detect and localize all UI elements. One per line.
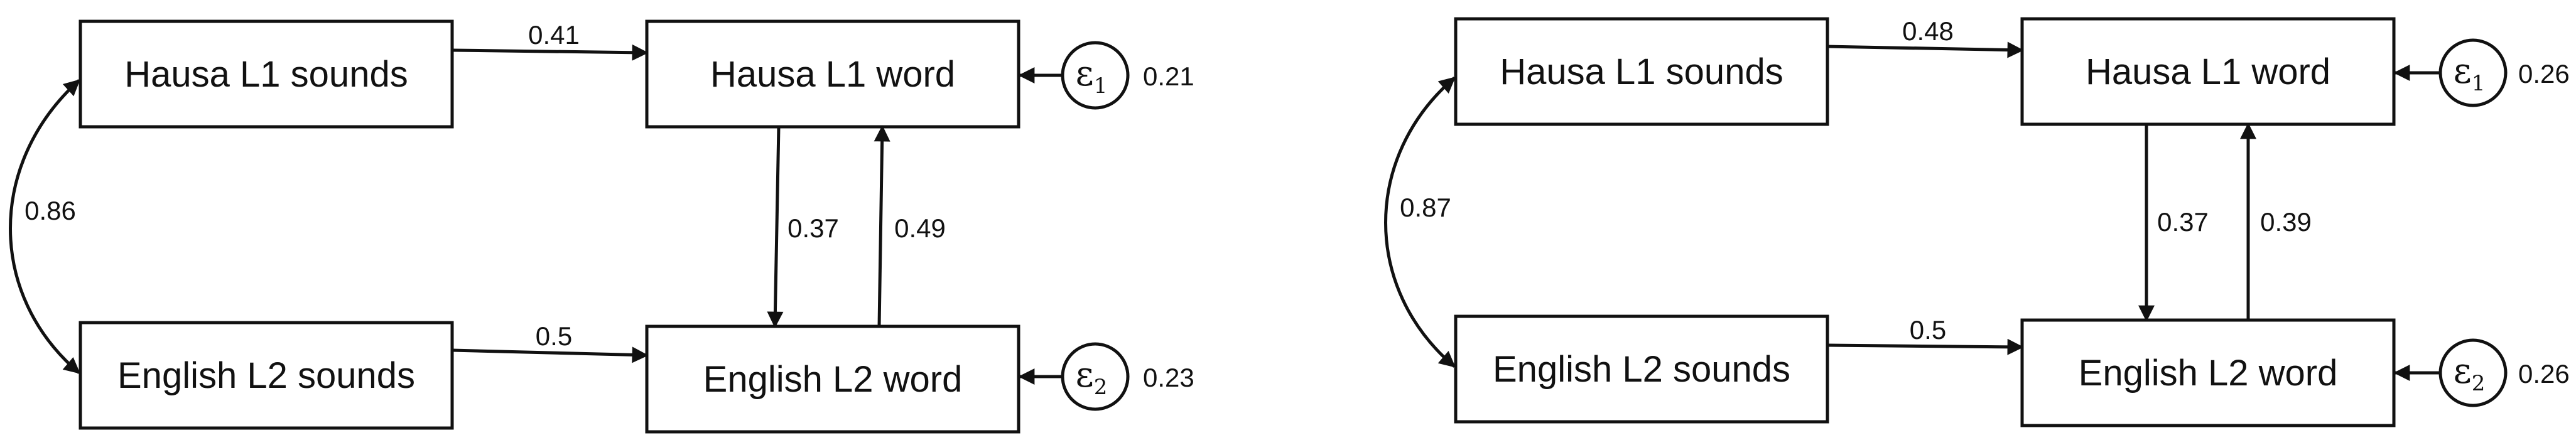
coef-english-sounds-to-english-word: 0.5 (1910, 315, 1946, 345)
coef-sounds-correlation: 0.86 (24, 196, 76, 225)
path-hausa-sounds-to-hausa-word (452, 44, 649, 61)
coef-hausa-word-to-english-word: 0.37 (2157, 207, 2209, 237)
error-term-2-symbol: ε2 (2454, 351, 2486, 396)
path-english-sounds-to-english-word (452, 346, 649, 363)
node-english-l2-word-label: English L2 word (2079, 353, 2338, 394)
node-english-l2-word (2020, 318, 2396, 427)
node-hausa-l1-word (645, 19, 1020, 129)
node-english-l2-sounds-label: English L2 sounds (1493, 349, 1790, 390)
node-hausa-l1-sounds (78, 19, 454, 129)
node-english-l2-sounds-label: English L2 sounds (117, 355, 415, 396)
path-english-word-to-hausa-word (874, 125, 890, 327)
path-english-sounds-to-english-word (1827, 338, 2024, 355)
coef-hausa-sounds-to-hausa-word: 0.48 (1902, 16, 1954, 46)
node-hausa-l1-sounds-label: Hausa L1 sounds (1500, 51, 1783, 92)
path-sounds-correlation (1384, 77, 1456, 368)
node-hausa-l1-sounds-label: Hausa L1 sounds (124, 54, 408, 95)
error-term-2-variance: 0.26 (2518, 359, 2570, 389)
path-hausa-word-to-english-word (767, 126, 784, 328)
error-term-1-variance: 0.21 (1143, 62, 1194, 91)
error-term-2-variance: 0.23 (1143, 363, 1194, 392)
panel-2: Hausa L1 sounds English L2 sounds Hausa … (1384, 16, 2570, 427)
coef-sounds-correlation: 0.87 (1400, 193, 1451, 222)
coef-english-sounds-to-english-word: 0.5 (536, 321, 572, 351)
panel-1: Hausa L1 sounds English L2 sounds Hausa … (9, 19, 1194, 434)
node-hausa-l1-sounds (1454, 17, 1829, 126)
error-term-1-variance: 0.26 (2518, 59, 2570, 88)
coef-english-word-to-hausa-word: 0.39 (2260, 207, 2312, 237)
node-english-l2-word-label: English L2 word (703, 359, 963, 400)
coef-english-word-to-hausa-word: 0.49 (894, 213, 946, 243)
node-english-l2-sounds (78, 321, 454, 430)
path-hausa-sounds-to-hausa-word (1827, 41, 2024, 58)
error-term-1-symbol: ε1 (2454, 51, 2486, 96)
node-english-l2-sounds (1454, 314, 1829, 424)
path-sounds-correlation (9, 79, 80, 374)
error-term-1-symbol: ε1 (1076, 53, 1108, 99)
coef-hausa-sounds-to-hausa-word: 0.41 (528, 20, 580, 50)
node-hausa-l1-word-label: Hausa L1 word (2086, 51, 2330, 92)
node-hausa-l1-word-label: Hausa L1 word (710, 54, 955, 95)
error-term-2-symbol: ε2 (1076, 355, 1108, 400)
coef-hausa-word-to-english-word: 0.37 (787, 213, 839, 243)
